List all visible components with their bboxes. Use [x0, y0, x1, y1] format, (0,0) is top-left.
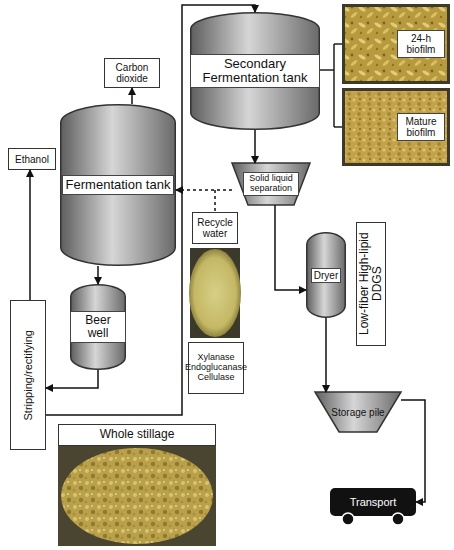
photo-panel: 24-h biofilm — [342, 4, 450, 84]
separator: Solid liquid separation — [232, 163, 310, 205]
flow-arrow — [401, 400, 425, 502]
storage-pile: Storage pile — [315, 392, 401, 432]
tank: Beer well — [70, 284, 126, 370]
node-label: Secondary Fermentation tank — [190, 54, 320, 89]
node-label: Stripping/rectifying — [22, 330, 34, 421]
flow-arrow — [176, 189, 232, 191]
flow-arrow — [131, 88, 133, 104]
column: Stripping/rectifying — [10, 300, 46, 450]
node-label: Transport — [350, 496, 397, 508]
biofilm-bracket — [320, 44, 342, 127]
node-label: Whole stillage — [100, 428, 175, 441]
node-label: Beer well — [70, 311, 126, 343]
flow-arrow — [29, 170, 31, 300]
node-label: Dryer — [311, 268, 341, 283]
node-label: Ethanol — [15, 154, 49, 165]
node-label: Mature biofilm — [397, 113, 445, 141]
product-box: Low-fiber High-lipid DDGS — [356, 222, 386, 346]
tank: Fermentation tank — [60, 104, 176, 266]
flow-arrow — [46, 5, 255, 415]
node-label: Fermentation tank — [62, 175, 175, 195]
recycle-water-photo — [189, 248, 241, 338]
photo-panel: Mature biofilm — [342, 88, 450, 166]
node-label: 24-h biofilm — [397, 30, 445, 58]
node-label: Carbon dioxide — [105, 62, 159, 84]
enzyme-box: Xylanase Endoglucanase Cellulase — [188, 342, 244, 394]
process-box: Ethanol — [8, 148, 56, 170]
recycle-leader — [214, 190, 216, 212]
node-label: Recycle water — [193, 217, 237, 239]
transport-truck: Transport — [330, 488, 416, 516]
flow-arrow — [325, 318, 327, 392]
node-label: Solid liquid separation — [243, 172, 299, 196]
flow-arrow — [46, 370, 98, 388]
dryer: Dryer — [306, 232, 346, 318]
node-label: Low-fiber High-lipid DDGS — [358, 223, 384, 345]
whole-stillage-photo — [58, 446, 216, 546]
flow-arrow — [275, 205, 306, 290]
process-box: Whole stillage — [58, 424, 216, 446]
flow-arrow — [97, 266, 99, 284]
node-label: Xylanase Endoglucanase Cellulase — [185, 353, 247, 383]
node-label: Storage pile — [331, 407, 384, 418]
process-box: Carbon dioxide — [104, 58, 160, 88]
tank: Secondary Fermentation tank — [190, 12, 320, 130]
process-box: Recycle water — [192, 212, 238, 244]
flow-arrow — [254, 130, 256, 163]
